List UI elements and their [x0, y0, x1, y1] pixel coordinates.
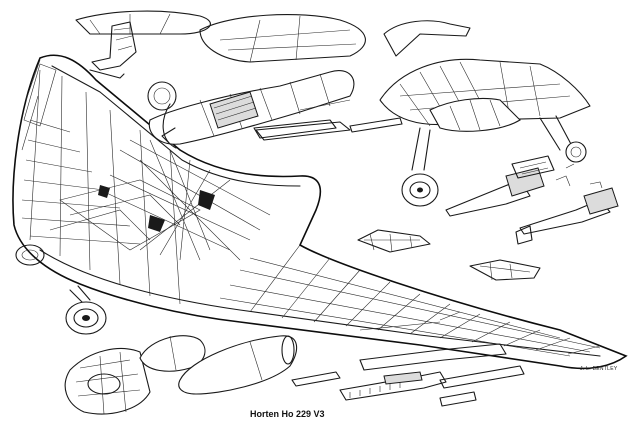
fitting-icon [253, 119, 575, 281]
drawing-caption: Horten Ho 229 V3 [250, 409, 325, 419]
canopy-icon [75, 10, 471, 63]
jumo-engine-icon [147, 70, 355, 149]
main-wing-icon [12, 54, 628, 370]
ejection-seat-icon [89, 21, 137, 79]
leader-lines [299, 99, 461, 331]
cannon-icon [291, 155, 619, 407]
artist-signature: J. L. BENTLEY [580, 366, 618, 372]
centre-section-icon [349, 58, 591, 207]
drop-tank-icon [64, 335, 298, 415]
landing-gear-icon [65, 285, 107, 335]
